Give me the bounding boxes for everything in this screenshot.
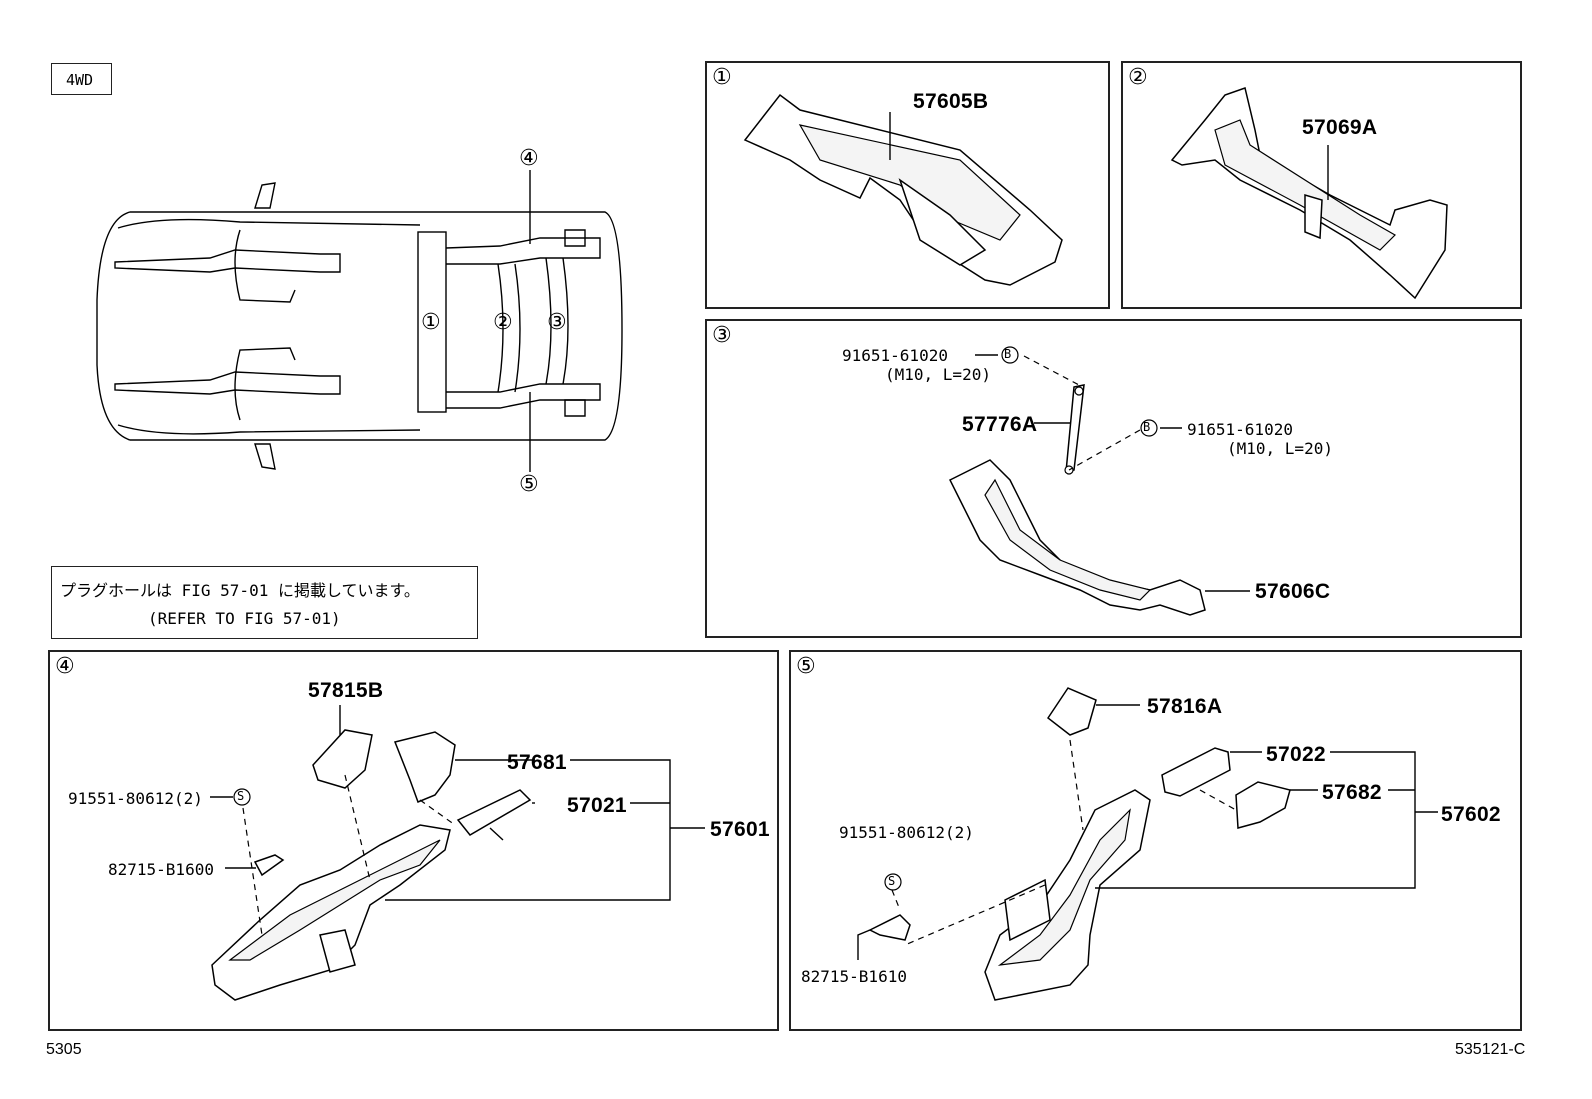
- part-82715-b1600-shape: [253, 854, 285, 877]
- part-57681-label: 57681: [507, 751, 567, 774]
- panel-3-number: ③: [712, 323, 732, 348]
- bolt-a-part: 91651-61020: [842, 346, 948, 365]
- note-line-1: プラグホールは FIG 57-01 に掲載しています。: [60, 581, 420, 600]
- bolt-symbol-b-letter: B: [1143, 420, 1151, 434]
- part-82715-b1610-shape: [868, 914, 911, 941]
- screw-symbol-p4-letter: S: [237, 789, 245, 803]
- bolt-a-spec: (M10, L=20): [885, 365, 991, 384]
- panel-5: ⑤ 57816A 57022 57682 57602 91551-80612(2…: [789, 650, 1522, 1031]
- screw-symbol-p5-letter: S: [888, 874, 896, 888]
- bolt-b-spec: (M10, L=20): [1227, 439, 1333, 458]
- screw-91551-label-p4: 91551-80612(2): [68, 789, 203, 808]
- footer-right-code: 535121-C: [1455, 1041, 1526, 1058]
- screw-symbol-p5: [884, 873, 902, 891]
- panel-1: ① 57605B: [705, 61, 1110, 309]
- bolt-symbol-a: [1001, 346, 1019, 364]
- part-57601-rail-shape: [211, 824, 451, 1001]
- bolt-b-part: 91651-61020: [1187, 420, 1293, 439]
- overview-callout-1: ①: [421, 310, 441, 335]
- part-57815b-shape: [312, 705, 373, 789]
- panel-5-number: ⑤: [796, 654, 816, 679]
- part-57605b-label: 57605B: [913, 90, 989, 113]
- footer-left-code: 5305: [46, 1041, 82, 1058]
- part-57602-label: 57602: [1441, 803, 1501, 826]
- part-57816a-label: 57816A: [1147, 695, 1223, 718]
- part-57601-label: 57601: [710, 818, 770, 841]
- panel-2-number: ②: [1128, 65, 1148, 90]
- part-57602-rail-shape: [984, 789, 1151, 1001]
- overview-callout-2: ②: [493, 310, 513, 335]
- note-line-2: (REFER TO FIG 57-01): [148, 609, 341, 628]
- part-57021-shape: [456, 789, 535, 841]
- panel-1-number: ①: [712, 65, 732, 90]
- part-57815b-label: 57815B: [308, 679, 384, 702]
- note-box: プラグホールは FIG 57-01 に掲載しています。 (REFER TO FI…: [51, 566, 478, 639]
- bracket-82715-b1610-label: 82715-B1610: [801, 967, 907, 986]
- overview-callout-3: ③: [547, 310, 567, 335]
- part-57816a-shape: [1046, 687, 1140, 736]
- part-57022-shape: [1161, 747, 1262, 797]
- bracket-82715-b1600-label: 82715-B1600: [108, 860, 214, 879]
- part-57606c-shape: [948, 459, 1250, 616]
- variant-tag-box: 4WD: [51, 63, 112, 95]
- part-57776a-label: 57776A: [962, 413, 1038, 436]
- part-57069a-label: 57069A: [1302, 116, 1378, 139]
- part-57682-shape: [1235, 781, 1318, 829]
- part-57605b-shape: [743, 93, 1063, 286]
- part-57681-shape: [393, 731, 535, 803]
- panel-4: ④ 57815B 57681 57021 57601 91551-80612(2…: [48, 650, 779, 1031]
- part-57682-label: 57682: [1322, 781, 1382, 804]
- part-57069a-shape: [1170, 87, 1448, 300]
- variant-tag: 4WD: [66, 71, 94, 89]
- screw-91551-label-p5: 91551-80612(2): [839, 823, 974, 842]
- part-57022-label: 57022: [1266, 743, 1326, 766]
- panel-4-number: ④: [55, 654, 75, 679]
- part-57021-label: 57021: [567, 794, 627, 817]
- part-57776a-shape: [1023, 355, 1141, 475]
- bolt-symbol-a-letter: B: [1004, 347, 1012, 361]
- panel-2: ② 57069A: [1121, 61, 1522, 309]
- part-57606c-label: 57606C: [1255, 580, 1331, 603]
- bolt-symbol-b: [1140, 419, 1158, 437]
- vehicle-underbody-outline: [96, 170, 623, 472]
- panel-3: ③ 91651-61020 (M10, L=20) 57776A 91651-6…: [705, 319, 1522, 638]
- screw-symbol-p4: [233, 788, 251, 806]
- overview-callout-5: ⑤: [519, 472, 539, 497]
- overview-callout-4: ④: [519, 146, 539, 171]
